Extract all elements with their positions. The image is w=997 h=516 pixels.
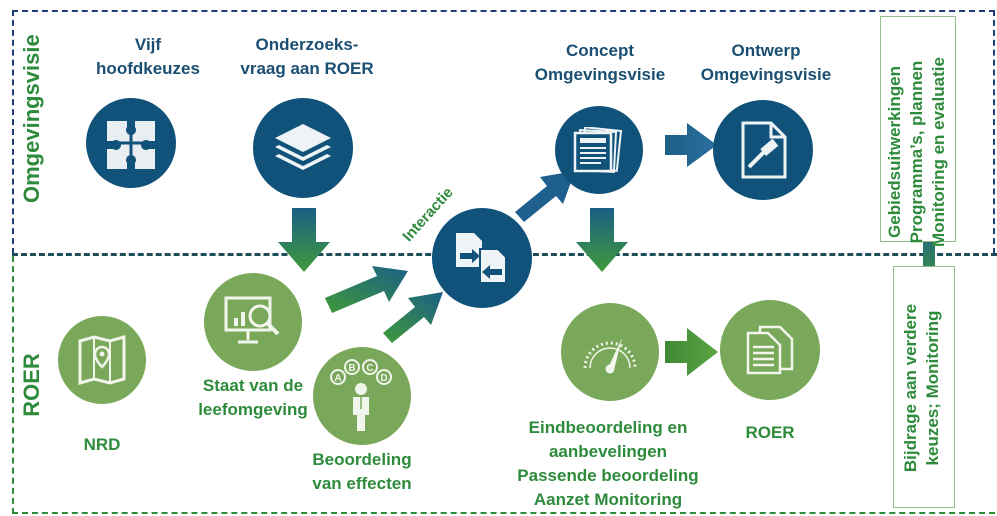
nrd-node	[58, 316, 146, 404]
side-text-bijdrage: Bijdrage aan verdere keuzes; Monitoring	[900, 267, 948, 509]
side-text-bottom: Bijdrage aan verdere keuzes; Monitoring	[901, 303, 942, 473]
side-text-top: Gebiedsuitwerkingen Programma’s, plannen…	[885, 57, 948, 247]
layers-icon	[275, 124, 331, 170]
label-staat: Staat van de leefomgeving	[178, 374, 328, 422]
arrow-onderzoek-to-staat	[278, 208, 330, 272]
concept-node	[555, 106, 643, 194]
arrow-concept-to-ontwerp	[665, 123, 717, 167]
document-gavel-icon	[741, 121, 787, 179]
documents-icon	[746, 325, 794, 375]
omgevingsvisie-lane	[12, 10, 995, 254]
label-vijf-text: Vijf hoofdkeuzes	[96, 35, 200, 78]
interactie-node	[432, 208, 532, 308]
label-nrd: NRD	[83, 435, 121, 454]
label-beoordeling: Beoordeling van effecten	[292, 448, 432, 496]
beoordeling-node: A B C D	[313, 347, 411, 445]
label-roer: ROER	[745, 423, 795, 442]
layers-node	[253, 98, 353, 198]
eind-node	[561, 303, 659, 401]
speedometer-icon	[583, 338, 637, 374]
label-eindbeoordeling: Eindbeoordeling en aanbevelingen Passend…	[493, 416, 723, 512]
monitor-search-icon	[224, 296, 280, 344]
arrow-beoordeling-to-interactie	[383, 292, 443, 343]
label-ontwerp: Ontwerp Omgevingsvisie	[686, 39, 846, 87]
person-choices-icon: A B C D	[330, 359, 392, 431]
label-ontwerp-text: Ontwerp Omgevingsvisie	[700, 41, 832, 84]
label-onderzoeksvraag-text: Onderzoeks- vraag aan ROER	[240, 35, 374, 78]
label-staat-text: Staat van de leefomgeving	[198, 376, 308, 419]
arrow-eind-to-roer	[665, 328, 718, 376]
choice-letter-c: C	[366, 363, 373, 374]
puzzle-icon	[107, 121, 155, 169]
label-concept: Concept Omgevingsvisie	[520, 39, 680, 87]
roer-lane	[12, 256, 995, 514]
choice-letter-d: D	[380, 373, 387, 384]
label-vijf-hoofdkeuzes: Vijf hoofdkeuzes	[78, 33, 218, 81]
choice-letter-b: B	[348, 363, 355, 374]
label-eind-text: Eindbeoordeling en aanbevelingen Passend…	[517, 418, 699, 509]
label-onderzoeksvraag: Onderzoeks- vraag aan ROER	[232, 33, 382, 81]
side-text-gebiedsuitwerkingen: Gebiedsuitwerkingen Programma’s, plannen…	[884, 39, 954, 265]
map-pin-icon	[78, 335, 126, 385]
label-beoordeling-text: Beoordeling van effecten	[312, 450, 412, 493]
label-concept-text: Concept Omgevingsvisie	[534, 41, 666, 84]
arrow-side-double	[916, 221, 942, 293]
side-box-gebiedsuitwerkingen	[880, 16, 956, 242]
arrow-staat-to-interactie	[325, 266, 408, 313]
choice-letter-a: A	[334, 373, 341, 384]
staat-node	[204, 273, 302, 371]
ontwerp-node	[713, 100, 813, 200]
exchange-documents-icon	[456, 233, 507, 284]
roer-node	[720, 300, 820, 400]
arrow-concept-to-eind	[576, 208, 628, 272]
documents-stack-icon	[573, 127, 623, 173]
arrow-interactie-to-concept	[515, 171, 575, 222]
side-box-bijdrage	[893, 266, 955, 508]
puzzle-node	[86, 98, 176, 188]
